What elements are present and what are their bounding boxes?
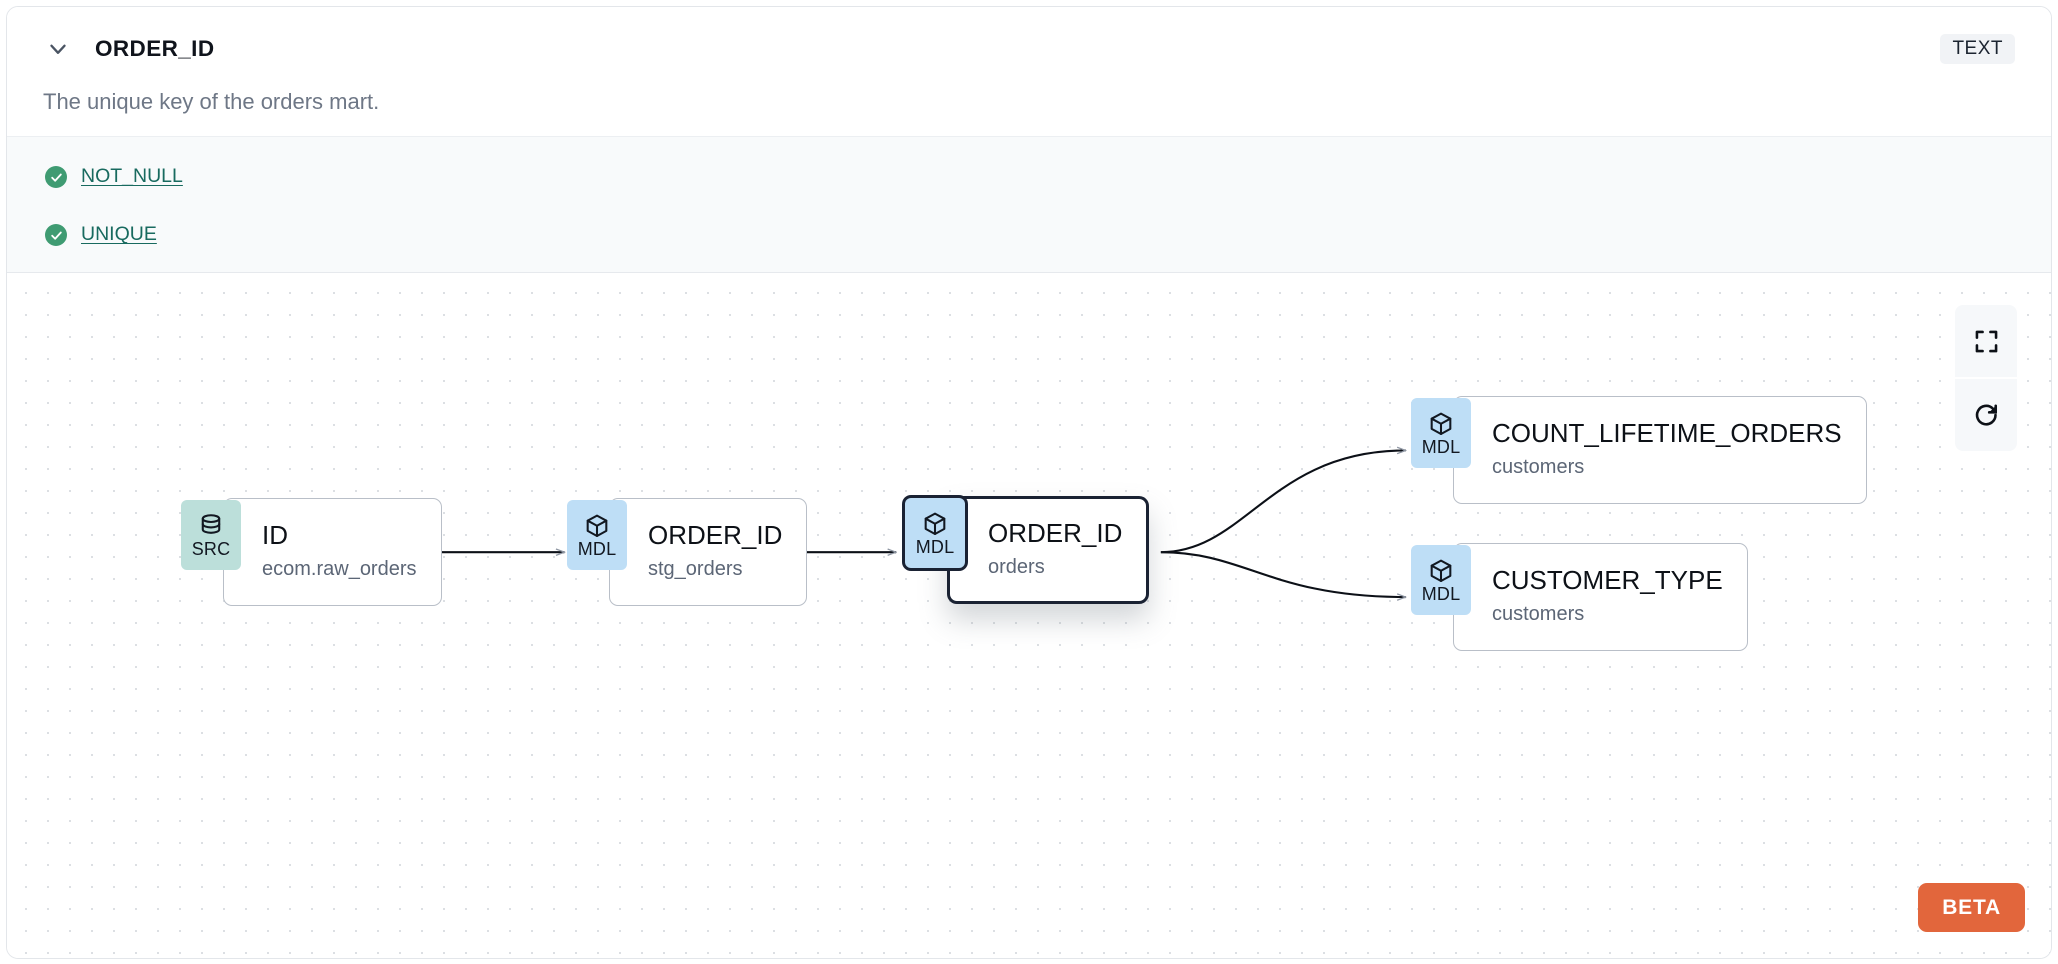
column-description: The unique key of the orders mart. xyxy=(43,89,380,114)
node-resource-name: orders xyxy=(988,555,1045,578)
node-column-name: ID xyxy=(262,520,288,551)
node-badge-src: SRC xyxy=(181,500,241,570)
test-row[interactable]: NOT_NULL xyxy=(45,164,183,190)
node-badge-mdl: MDL xyxy=(1411,545,1471,615)
cube-icon xyxy=(586,514,608,537)
node-card[interactable]: CUSTOMER_TYPE customers xyxy=(1453,543,1748,651)
check-circle-icon xyxy=(45,224,67,246)
node-badge-mdl: MDL xyxy=(905,498,965,568)
node-resource-name: ecom.raw_orders xyxy=(262,557,417,580)
test-row[interactable]: UNIQUE xyxy=(45,222,157,248)
canvas-controls xyxy=(1955,305,2017,451)
tests-section: NOT_NULL UNIQUE xyxy=(7,136,2051,273)
lineage-node-src-id[interactable]: SRC ID ecom.raw_orders xyxy=(181,498,442,606)
lineage-canvas[interactable]: SRC ID ecom.raw_orders MDL ORDER_ID stg_… xyxy=(7,273,2051,958)
edge-orders-to-count xyxy=(1160,450,1406,554)
node-resource-name: stg_orders xyxy=(648,557,743,580)
test-link-not-null[interactable]: NOT_NULL xyxy=(81,165,183,188)
cube-icon xyxy=(1430,559,1452,582)
node-badge-mdl: MDL xyxy=(567,500,627,570)
refresh-icon xyxy=(1975,404,1997,426)
cube-icon xyxy=(924,512,946,535)
beta-badge[interactable]: BETA xyxy=(1918,883,2025,932)
node-badge-mdl: MDL xyxy=(1411,398,1471,468)
node-column-name: ORDER_ID xyxy=(988,518,1123,549)
node-column-name: CUSTOMER_TYPE xyxy=(1492,565,1723,596)
node-badge-label: MDL xyxy=(1421,436,1461,457)
edge-orders-to-customer-type xyxy=(1160,551,1406,597)
column-type-badge: TEXT xyxy=(1940,34,2015,64)
node-card[interactable]: ORDER_ID stg_orders xyxy=(609,498,808,606)
database-icon xyxy=(201,513,221,534)
node-resource-name: customers xyxy=(1492,602,1585,625)
node-card[interactable]: COUNT_LIFETIME_ORDERS customers xyxy=(1453,396,1867,504)
check-circle-icon xyxy=(45,166,67,188)
node-badge-label: MDL xyxy=(915,536,955,557)
node-card[interactable]: ID ecom.raw_orders xyxy=(223,498,442,606)
page-title: ORDER_ID xyxy=(95,35,215,61)
node-resource-name: customers xyxy=(1492,455,1585,478)
node-card[interactable]: ORDER_ID orders xyxy=(947,496,1150,604)
refresh-button[interactable] xyxy=(1955,379,2017,451)
lineage-node-orders-order-id[interactable]: MDL ORDER_ID orders xyxy=(905,496,1150,604)
node-column-name: COUNT_LIFETIME_ORDERS xyxy=(1492,418,1842,449)
node-badge-label: MDL xyxy=(1421,583,1461,604)
node-badge-label: SRC xyxy=(191,538,231,559)
fit-view-button[interactable] xyxy=(1955,305,2017,377)
fit-view-icon xyxy=(1975,330,1997,352)
lineage-node-customer-type[interactable]: MDL CUSTOMER_TYPE customers xyxy=(1411,543,1748,651)
header-title-row: ORDER_ID xyxy=(7,29,2051,69)
node-column-name: ORDER_ID xyxy=(648,520,783,551)
lineage-node-stg-order-id[interactable]: MDL ORDER_ID stg_orders xyxy=(567,498,808,606)
column-detail-panel: ORDER_ID TEXT The unique key of the orde… xyxy=(6,6,2052,959)
node-badge-label: MDL xyxy=(577,538,617,559)
cube-icon xyxy=(1430,412,1452,435)
chevron-down-icon[interactable] xyxy=(43,34,73,64)
test-link-unique[interactable]: UNIQUE xyxy=(81,223,157,246)
lineage-node-count-lifetime-orders[interactable]: MDL COUNT_LIFETIME_ORDERS customers xyxy=(1411,396,1867,504)
panel-header: ORDER_ID TEXT The unique key of the orde… xyxy=(7,7,2051,136)
